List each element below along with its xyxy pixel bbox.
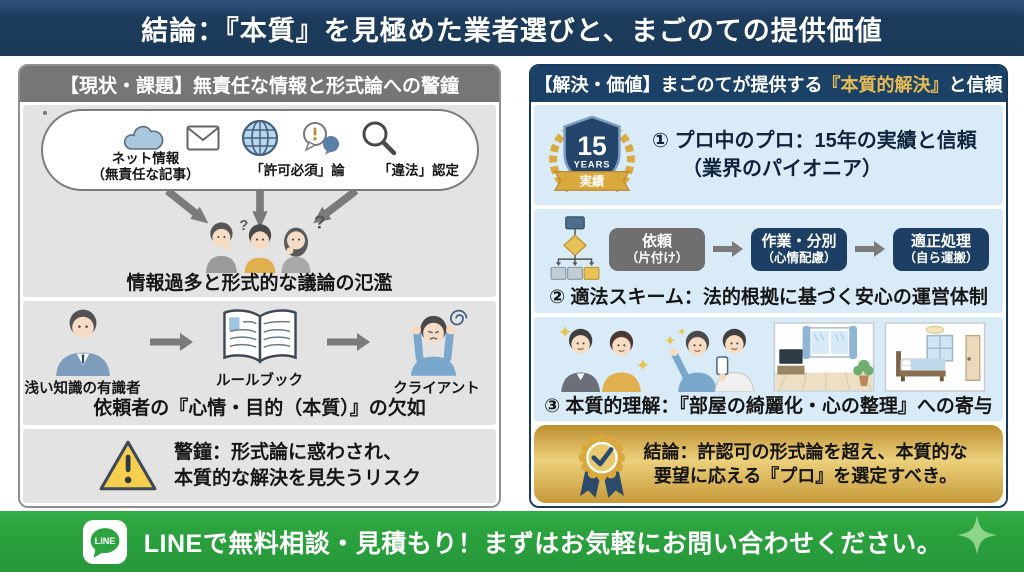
- flow-item-client: クライアント: [377, 306, 496, 398]
- cloud-label-illegal-label: 「違法」認定: [378, 163, 459, 178]
- mail-icon: [186, 125, 219, 151]
- couple-with-phone-illustration: [665, 327, 755, 392]
- conclusion-text: 結論：許認可の形式論を超え、本質的な 要望に応える『プロ』を選定すべき。: [643, 441, 968, 486]
- conclusion-banner: 結論：許認可の形式論を超え、本質的な 要望に応える『プロ』を選定すべき。: [534, 425, 1003, 503]
- essence-section: ③ 本質的理解：『部屋の綺麗化・心の整理』への寄与: [534, 317, 1003, 421]
- solution-panel: 【解決・価値】まごのてが提供する『本質的解決』と信頼 15 YEARS 実績 ①…: [529, 64, 1008, 508]
- right-arrow-icon: [325, 332, 371, 357]
- magnifier-icon: [362, 121, 396, 156]
- question-mark: ?: [314, 211, 326, 232]
- flow-item-rulebook: ルールブック: [200, 306, 319, 390]
- legal-scheme-section: 依頼 （片付け） 作業・分別 （心情配慮）: [534, 209, 1003, 313]
- confused-people-illustration: ? ?: [164, 189, 358, 273]
- badge-number: 15: [577, 131, 606, 161]
- clean-living-room-illustration: [773, 322, 875, 392]
- formalism-flow-section: 浅い知識の有識者: [23, 301, 496, 425]
- cloud-shape: ネット情報 （無責任な記事） 「許可必須」論 「違法」認定: [40, 109, 479, 191]
- cloud-icon: [123, 125, 163, 150]
- formalism-flow-row: 浅い知識の有識者: [23, 306, 496, 398]
- warning-triangle-icon: [99, 440, 157, 491]
- scheme-box-disposal: 適正処理 （自ら運搬）: [893, 227, 989, 271]
- track-record-section: 15 YEARS 実績 ① プロ中のプロ：15年の実績と信頼 （業界のパイオニア…: [534, 105, 1003, 205]
- globe-icon: [241, 119, 278, 157]
- formalism-caption: 依頼者の『心情・目的（本質）』の欠如: [93, 398, 426, 419]
- line-cta-text: LINEで無料相談・見積もり！まずはお気軽にお問い合わせください。: [143, 529, 943, 558]
- warning-section: 警鐘：形式論に惑わされ、 本質的な解決を見失うリスク: [23, 429, 496, 503]
- track-record-text: ① プロ中のプロ：15年の実績と信頼 （業界のパイオニア）: [652, 130, 977, 180]
- line-cta-banner[interactable]: LINE LINEで無料相談・見積もり！まずはお気軽にお問い合わせください。: [0, 511, 1024, 572]
- right-arrow-icon: [713, 241, 743, 257]
- rulebook-icon: [222, 309, 297, 364]
- happy-couple-illustration: [559, 325, 649, 392]
- question-mark: ?: [239, 218, 248, 234]
- problem-panel-body: ネット情報 （無責任な記事） 「許可必須」論 「違法」認定: [20, 102, 499, 506]
- badge-unit: YEARS: [574, 160, 611, 170]
- cloud-label-net-info: ネット情報 （無責任な記事）: [91, 151, 200, 183]
- right-arrow-icon: [148, 332, 194, 357]
- header-highlight: 『本質的解決』: [822, 75, 949, 95]
- chat-alert-icon: [302, 122, 339, 155]
- clean-bedroom-illustration: [884, 322, 986, 392]
- flow-item-expert: 浅い知識の有識者: [23, 306, 142, 398]
- scheme-caption: ② 適法スキーム：法的根拠に基づく安心の運営体制: [549, 287, 988, 308]
- fifteen-years-badge-icon: 15 YEARS 実績: [549, 115, 635, 193]
- solution-panel-header: 【解決・価値】まごのてが提供する『本質的解決』と信頼: [531, 66, 1006, 102]
- solution-panel-body: 15 YEARS 実績 ① プロ中のプロ：15年の実績と信頼 （業界のパイオニア…: [531, 102, 1006, 506]
- scheme-box-work: 作業・分別 （心情配慮）: [751, 227, 847, 271]
- flowchart-icon: [550, 216, 600, 280]
- line-icon-label: LINE: [94, 535, 115, 545]
- scheme-box-request: 依頼 （片付け）: [609, 227, 705, 271]
- businessman-icon: [55, 309, 110, 376]
- line-app-icon: LINE: [82, 519, 127, 564]
- problem-panel: 【現状・課題】無責任な情報と形式論への警鐘: [18, 64, 501, 508]
- check-medal-icon: [578, 434, 625, 498]
- cloud-icons: [43, 118, 477, 158]
- title-bar: 結論：『本質』を見極めた業者選びと、まごのての提供価値: [0, 0, 1024, 56]
- down-arrow-right: [312, 189, 358, 224]
- right-arrow-icon: [855, 241, 885, 257]
- down-arrow-left: [164, 189, 208, 224]
- warning-text: 警鐘：形式論に惑わされ、 本質的な解決を見失うリスク: [173, 442, 421, 489]
- problem-panel-header: 【現状・課題】無責任な情報と形式論への警鐘: [20, 66, 499, 102]
- sparkle-icon: [957, 515, 997, 555]
- scheme-flow-row: 依頼 （片付け） 作業・分別 （心情配慮）: [534, 215, 1003, 283]
- badge-ribbon-label: 実績: [580, 173, 605, 188]
- page-title: 結論：『本質』を見極めた業者選びと、まごのての提供価値: [141, 15, 883, 46]
- cloud-label-permit-theory: 「許可必須」論: [250, 163, 345, 178]
- essence-caption: ③ 本質的理解：『部屋の綺麗化・心の整理』への寄与: [544, 396, 993, 417]
- information-chaos-section: ネット情報 （無責任な記事） 「許可必須」論 「違法」認定: [23, 105, 496, 297]
- essence-illustrations: [534, 322, 1003, 392]
- chaos-caption: 情報過多と形式的な議論の氾濫: [126, 273, 393, 294]
- distressed-client-icon: [410, 309, 467, 376]
